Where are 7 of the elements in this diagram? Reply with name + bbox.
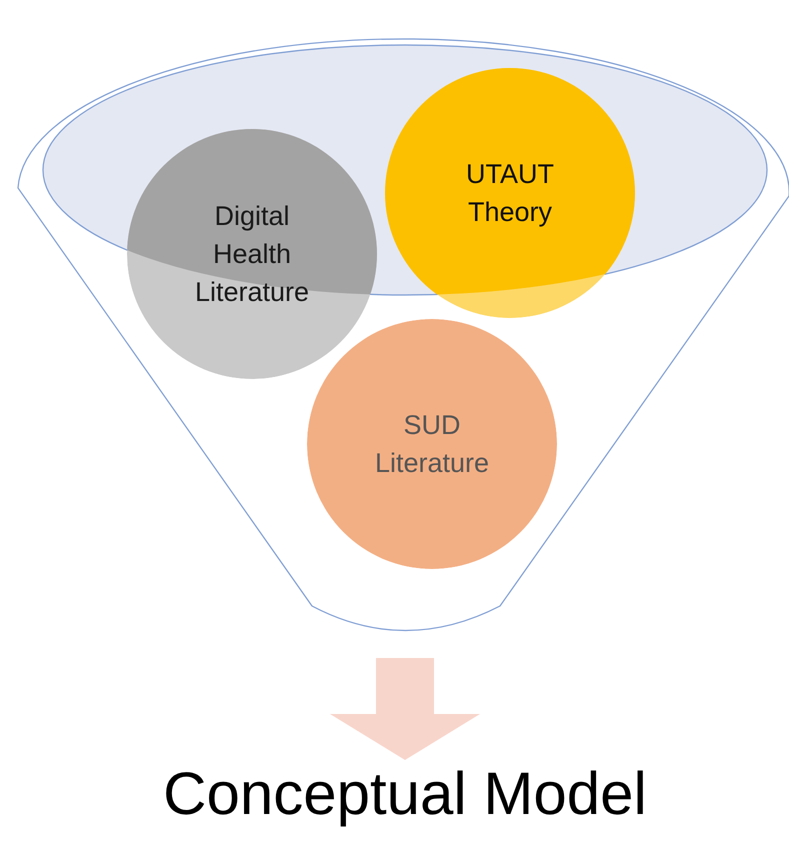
topic-circle [385,68,635,318]
outcome-text: Conceptual Model [160,760,650,828]
circle-label: SUD Literature [374,409,490,480]
down-arrow [330,658,480,760]
circle-label: UTAUT Theory [465,158,555,229]
circle-label: Digital Health Literature [194,200,310,309]
topic-circle [307,319,557,569]
